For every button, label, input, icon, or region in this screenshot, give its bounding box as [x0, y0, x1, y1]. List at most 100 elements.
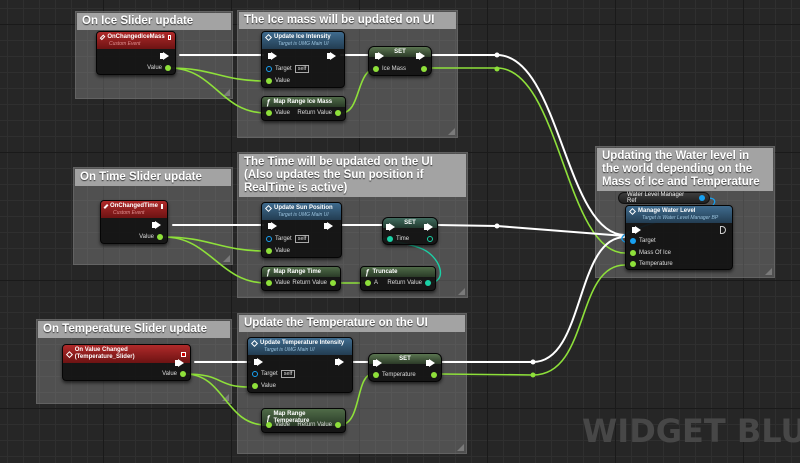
resize-handle[interactable] — [223, 89, 230, 96]
widget-blueprint-watermark: WIDGET BLU — [582, 412, 800, 450]
node-update-sun-position[interactable]: Update Sun Position Target is UMG Main U… — [261, 202, 342, 258]
pin-label: Return Value — [292, 280, 327, 286]
mass-of-ice-pin[interactable]: Mass Of Ice — [630, 250, 671, 256]
exec-out-pin[interactable] — [335, 358, 344, 366]
resize-handle[interactable] — [223, 255, 230, 262]
float-wire — [184, 373, 267, 426]
value-out-pin[interactable]: Value — [139, 234, 163, 240]
target-pin[interactable]: Target self — [266, 65, 310, 73]
exec-out-pin[interactable] — [426, 359, 435, 367]
exec-wire — [439, 236, 626, 363]
value-in-pin[interactable]: Value — [252, 383, 276, 389]
pin-label: Return Value — [297, 110, 332, 116]
node-subtitle: Target is UMG Main UI — [278, 212, 329, 218]
exec-out-pin[interactable] — [416, 52, 425, 60]
resize-handle[interactable] — [448, 128, 455, 135]
pin-label: Return Value — [297, 422, 332, 428]
node-on-changed-time[interactable]: OnChangedTime Custom Event Value — [100, 200, 168, 244]
resize-handle[interactable] — [457, 444, 464, 451]
function-icon — [628, 207, 637, 216]
exec-out-pin[interactable] — [152, 221, 161, 229]
node-manage-water-level[interactable]: Manage Water Level Target is Water Level… — [625, 205, 733, 270]
pin-label: Value — [147, 65, 162, 71]
return-value-out-pin[interactable]: Return Value — [292, 280, 336, 286]
event-icon — [99, 34, 106, 41]
delegate-pin[interactable] — [160, 204, 163, 209]
target-default-self[interactable]: self — [280, 370, 296, 378]
exec-in-pin[interactable] — [268, 222, 277, 230]
temperature-in-pin[interactable]: Temperature — [373, 372, 416, 378]
resize-handle[interactable] — [458, 288, 465, 295]
temperature-out-pin[interactable] — [431, 372, 437, 378]
function-icon — [264, 204, 273, 213]
node-title: SET — [394, 49, 406, 55]
pin-label: Return Value — [387, 280, 422, 286]
target-pin[interactable]: Target — [630, 238, 656, 244]
ice-mass-out-pin[interactable] — [421, 66, 427, 72]
node-set-ice-mass[interactable]: SET Ice Mass — [368, 46, 432, 76]
value-in-pin[interactable]: Value — [266, 280, 290, 286]
node-set-temperature[interactable]: SET Temperature — [368, 353, 442, 382]
pin-label: A — [374, 280, 379, 286]
comment-title: On Ice Slider update — [77, 13, 231, 30]
pin-label: Value — [275, 110, 290, 116]
node-truncate[interactable]: ƒ Truncate A Return Value — [360, 266, 436, 291]
pin-label: Target — [275, 236, 292, 242]
exec-in-pin[interactable] — [268, 52, 277, 60]
reroute-knot[interactable] — [530, 372, 536, 378]
node-map-range-ice-mass[interactable]: ƒ Map Range Ice Mass Value Return Value — [261, 96, 346, 121]
return-value-out-pin[interactable]: Return Value — [387, 280, 431, 286]
return-value-out-pin[interactable]: Return Value — [297, 110, 341, 116]
reroute-knot[interactable] — [494, 52, 500, 58]
exec-out-pin[interactable] — [327, 52, 336, 60]
delegate-pin[interactable] — [167, 35, 171, 40]
value-in-pin[interactable]: Value — [266, 78, 290, 84]
resize-handle[interactable] — [765, 268, 772, 275]
resize-handle[interactable] — [222, 394, 229, 401]
node-title: On Value Changed (Temperature_Slider) — [74, 347, 135, 360]
exec-in-pin[interactable] — [375, 52, 384, 60]
object-out-pin[interactable] — [699, 195, 705, 201]
node-update-ice-intensity[interactable]: Update Ice Intensity Target is UMG Main … — [261, 31, 345, 88]
return-value-out-pin[interactable]: Return Value — [297, 422, 341, 428]
time-in-pin[interactable]: Time — [387, 236, 409, 242]
node-map-range-temperature[interactable]: ƒ Map Range Temperature Value Return Val… — [261, 408, 346, 433]
node-map-range-time[interactable]: ƒ Map Range Time Value Return Value — [261, 266, 341, 291]
temperature-pin[interactable]: Temperature — [630, 261, 673, 267]
target-pin[interactable]: Target self — [266, 235, 310, 243]
target-pin[interactable]: Target self — [252, 370, 296, 378]
value-in-pin[interactable]: Value — [266, 248, 290, 254]
time-out-pin[interactable] — [427, 236, 433, 242]
value-out-pin[interactable]: Value — [147, 65, 171, 71]
exec-out-pin[interactable] — [175, 359, 184, 367]
value-out-pin[interactable]: Value — [162, 371, 186, 377]
value-in-pin[interactable]: Value — [266, 110, 290, 116]
reroute-knot[interactable] — [494, 223, 500, 229]
comment-title: Updating the Water level in the world de… — [597, 148, 773, 191]
value-in-pin[interactable]: Value — [266, 422, 290, 428]
reroute-knot[interactable] — [494, 66, 500, 72]
exec-in-pin[interactable] — [254, 358, 263, 366]
exec-out-pin[interactable] — [160, 52, 169, 60]
node-on-changed-ice-mass[interactable]: OnChangedIceMass Custom Event Value — [96, 31, 176, 75]
exec-in-pin[interactable] — [386, 223, 395, 231]
exec-in-pin[interactable] — [373, 359, 382, 367]
exec-out-pin[interactable] — [720, 226, 726, 234]
exec-in-pin[interactable] — [632, 226, 641, 234]
node-water-level-manager-ref[interactable]: Water Level Manager Ref — [618, 192, 710, 204]
exec-out-pin[interactable] — [424, 223, 433, 231]
node-update-temperature-intensity[interactable]: Update Temperature Intensity Target is U… — [247, 337, 353, 393]
node-title: Water Level Manager Ref — [627, 192, 685, 204]
reroute-knot[interactable] — [530, 359, 536, 365]
node-set-time[interactable]: SET Time — [382, 217, 438, 245]
delegate-pin[interactable] — [181, 351, 187, 357]
node-on-value-changed-temperature-slider[interactable]: On Value Changed (Temperature_Slider) Va… — [62, 344, 191, 381]
ice-mass-in-pin[interactable]: Ice Mass — [373, 66, 406, 72]
a-in-pin[interactable]: A — [365, 280, 378, 286]
exec-out-pin[interactable] — [324, 222, 333, 230]
pure-function-icon: ƒ — [266, 98, 271, 107]
node-subtitle: Custom Event — [113, 210, 145, 216]
target-default-self[interactable]: self — [294, 235, 310, 243]
target-default-self[interactable]: self — [294, 65, 310, 73]
